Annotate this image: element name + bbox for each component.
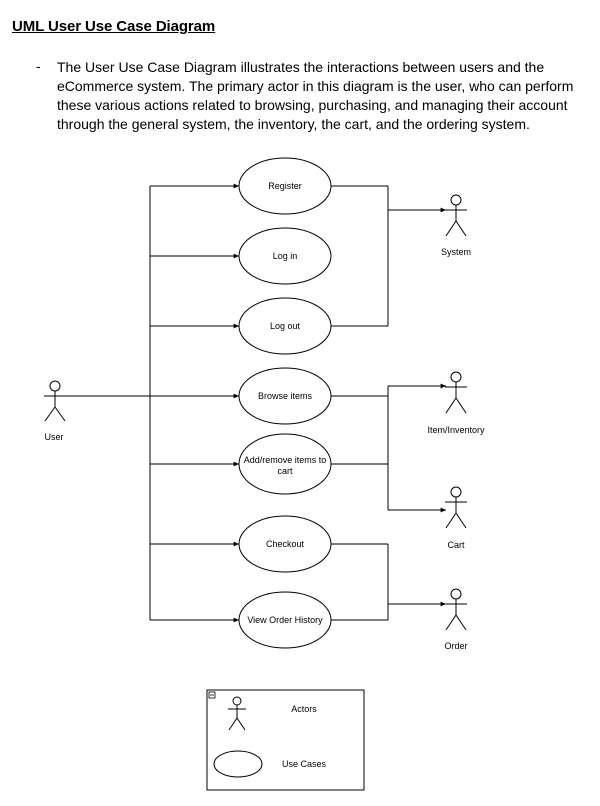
legend-actor-icon: [228, 696, 246, 731]
actor-order-label: Order: [444, 641, 467, 651]
usecase-logout-label: Log out: [270, 321, 301, 331]
legend-actors-label: Actors: [291, 704, 317, 714]
system-connectors: [331, 185, 446, 327]
usecase-addremove-label-1: Add/remove items to: [244, 455, 327, 465]
actor-inventory-label: Item/Inventory: [427, 425, 485, 435]
bullet-marker: -: [36, 58, 41, 74]
description-paragraph: The User Use Case Diagram illustrates th…: [57, 59, 574, 132]
user-connectors: [62, 183, 239, 623]
actor-order: [445, 588, 467, 631]
actor-inventory: [445, 371, 467, 414]
order-connectors: [331, 543, 446, 621]
actor-cart: [445, 486, 467, 529]
inventory-cart-connectors: [331, 383, 446, 513]
legend-usecases-label: Use Cases: [282, 759, 327, 769]
usecase-checkout-label: Checkout: [266, 539, 305, 549]
actor-cart-label: Cart: [447, 540, 465, 550]
usecase-login: [238, 227, 332, 285]
usecase-addremove-label-2: cart: [277, 466, 293, 476]
actor-user: [44, 380, 66, 422]
document-title: UML User Use Case Diagram: [12, 18, 216, 35]
usecase-login-label: Log in: [273, 251, 298, 261]
legend: Actors Use Cases: [206, 689, 365, 791]
legend-usecase-icon: [213, 750, 263, 778]
actor-system: [445, 194, 467, 237]
usecase-history-label: View Order History: [247, 615, 323, 625]
usecase-register-label: Register: [268, 181, 302, 191]
actor-user-label: User: [44, 432, 63, 442]
usecase-browse-label: Browse items: [258, 391, 313, 401]
actor-system-label: System: [441, 247, 471, 257]
